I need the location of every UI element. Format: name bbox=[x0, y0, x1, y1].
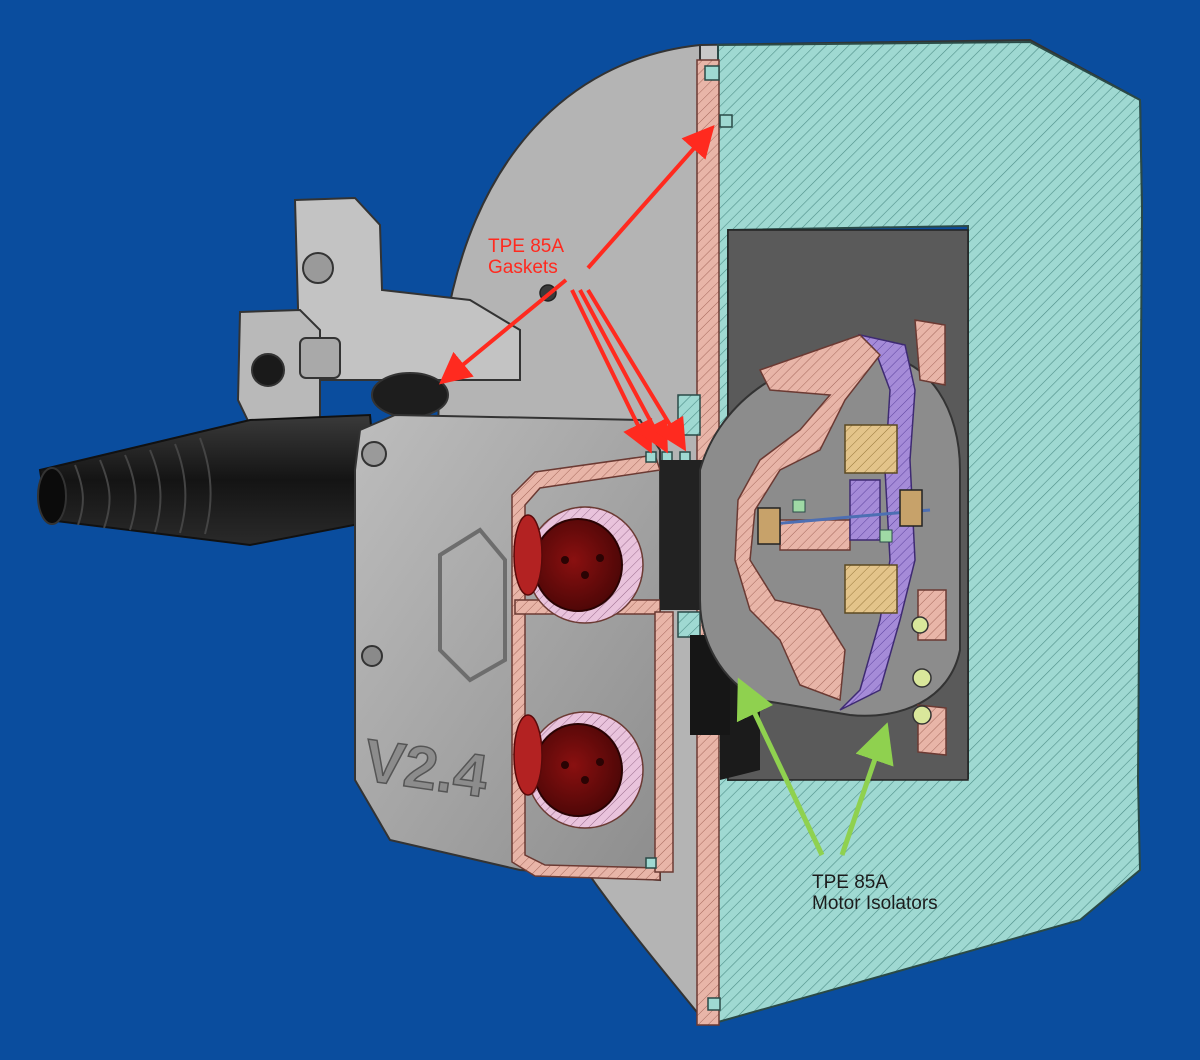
motor-assembly bbox=[699, 319, 961, 756]
lower-connector bbox=[513, 711, 644, 829]
isolator-label-line1: TPE 85A bbox=[812, 872, 889, 893]
gasket-arrows bbox=[438, 125, 715, 454]
isolator-label-line2: Motor Isolators bbox=[812, 893, 938, 914]
gasket-label-line1: TPE 85A bbox=[488, 236, 565, 257]
gasket-label-line2: Gaskets bbox=[488, 257, 558, 278]
isolator-arrows bbox=[736, 677, 894, 857]
isolator-callout-label: TPE 85A Motor Isolators bbox=[812, 872, 938, 914]
upper-connector bbox=[513, 506, 644, 624]
gasket-markers bbox=[645, 65, 733, 1011]
housing-embossed-text: V2.4 bbox=[360, 727, 492, 811]
motor-bracket-section bbox=[734, 334, 881, 702]
gasket-callout-label: TPE 85A Gaskets bbox=[488, 236, 564, 278]
housing-logo bbox=[438, 527, 507, 683]
mounting-bracket bbox=[293, 196, 521, 381]
